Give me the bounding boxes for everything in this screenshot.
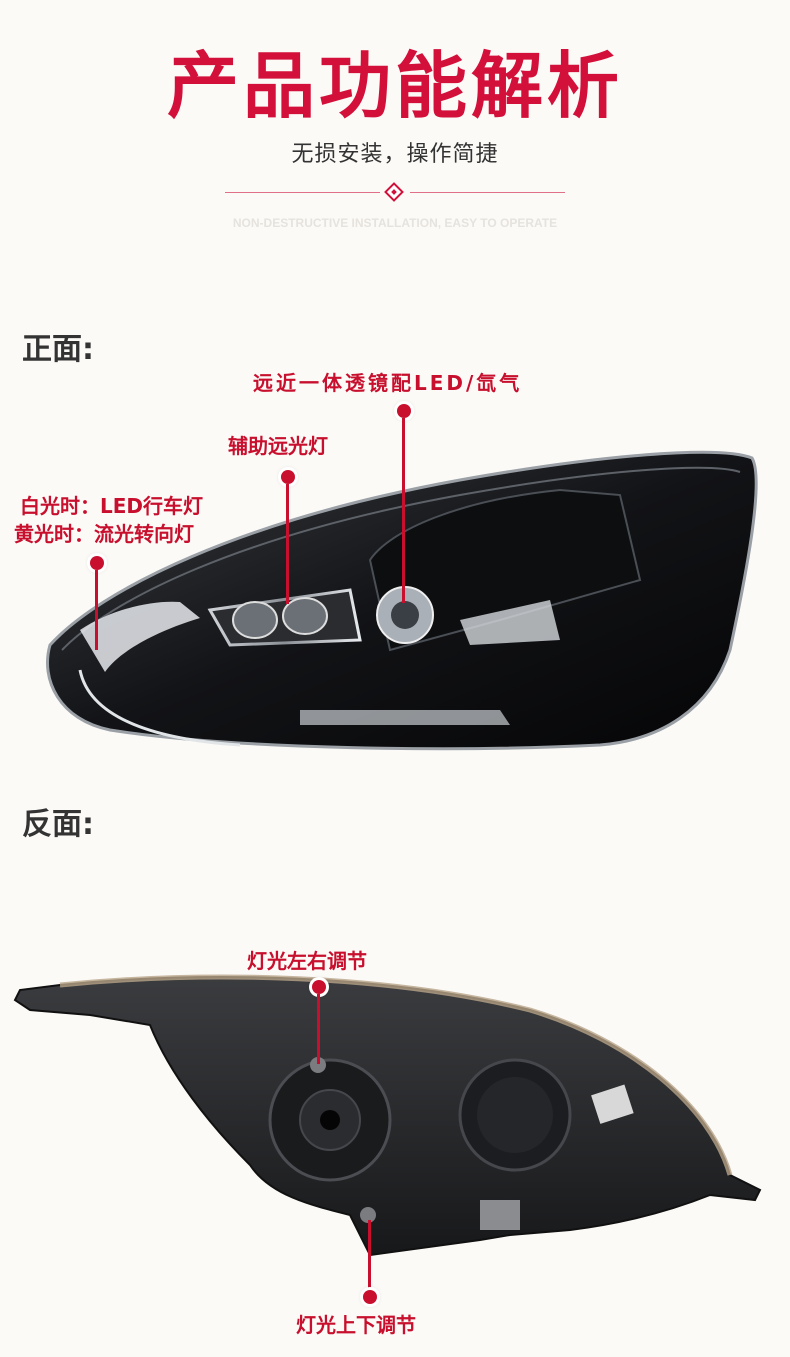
callout-horizontal-adjust-dot xyxy=(312,980,326,994)
page-subtitle: 无损安装，操作简捷 xyxy=(291,142,499,167)
divider-left xyxy=(225,192,380,193)
callout-drl-line xyxy=(95,570,98,650)
callout-horizontal-adjust: 灯光左右调节 xyxy=(247,949,367,973)
front-label: 正面: xyxy=(22,332,94,367)
callout-projector-dot xyxy=(397,404,411,418)
callout-vertical-adjust-dot xyxy=(363,1290,377,1304)
headlight-front-image xyxy=(46,450,758,751)
callout-projector: 远近一体透镜配LED/氙气 xyxy=(253,371,523,395)
english-subtitle: NON-DESTRUCTIVE INSTALLATION, EASY TO OP… xyxy=(232,216,558,230)
callout-drl-dot xyxy=(90,556,104,570)
callout-horizontal-adjust-line xyxy=(317,994,320,1064)
callout-vertical-adjust: 灯光上下调节 xyxy=(296,1313,416,1337)
page-title: 产品功能解析 xyxy=(166,44,623,128)
callout-vertical-adjust-line xyxy=(368,1220,371,1290)
diamond-icon xyxy=(384,182,404,202)
back-label: 反面: xyxy=(22,807,94,842)
divider-right xyxy=(410,192,565,193)
callout-turn-yellow: 黄光时：流光转向灯 xyxy=(14,522,194,546)
callout-projector-line xyxy=(402,418,405,603)
headlight-rear-image xyxy=(13,974,762,1257)
callout-aux-high-beam: 辅助远光灯 xyxy=(228,434,328,458)
callout-aux-high-beam-dot xyxy=(281,470,295,484)
callout-drl-white: 白光时：LED行车灯 xyxy=(20,494,204,518)
callout-aux-high-beam-line xyxy=(286,484,289,604)
